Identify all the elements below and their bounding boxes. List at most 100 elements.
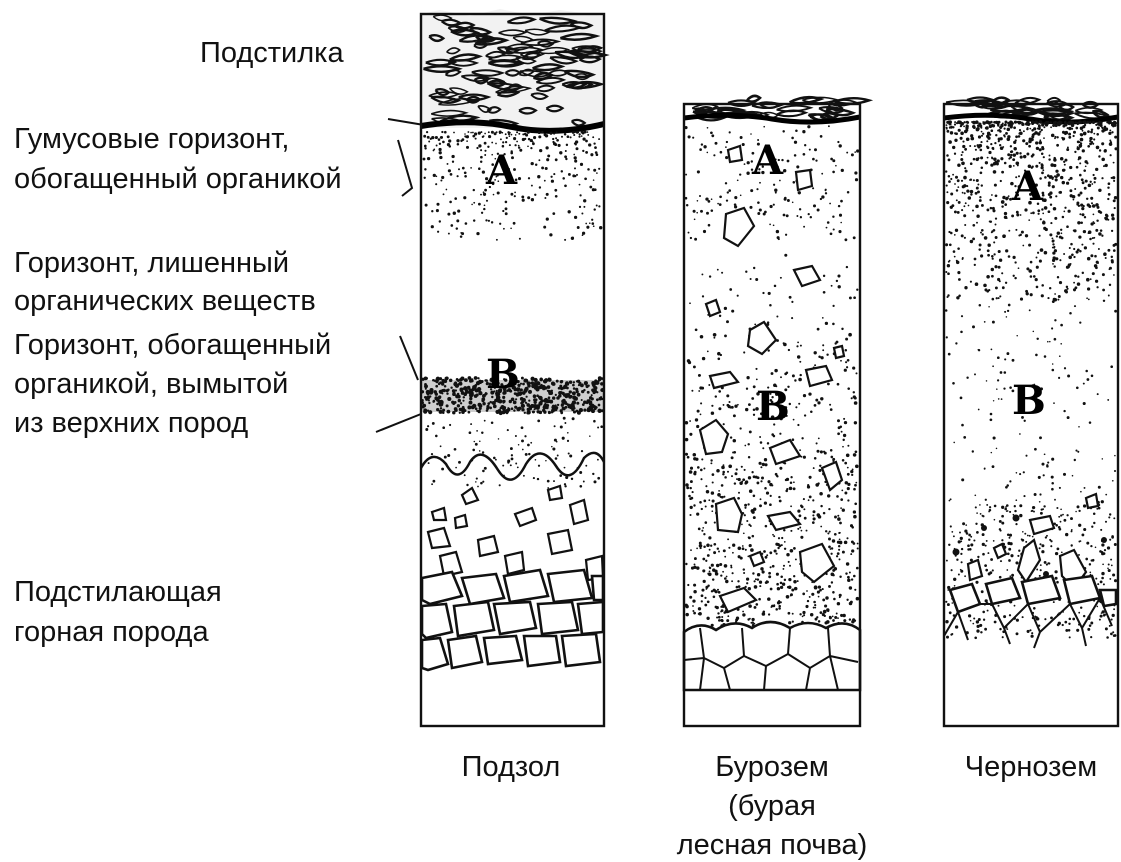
texture-dot <box>475 443 478 446</box>
texture-dot <box>807 484 809 486</box>
texture-dot <box>784 541 786 543</box>
texture-dot <box>765 488 767 490</box>
texture-dot <box>956 261 959 264</box>
texture-dot <box>521 377 524 380</box>
texture-dot <box>548 396 551 399</box>
texture-dot <box>1112 573 1115 576</box>
texture-dot <box>1041 123 1044 126</box>
texture-dot <box>1058 377 1060 379</box>
texture-dot <box>568 452 570 454</box>
texture-dot <box>469 401 473 405</box>
texture-dot <box>992 258 994 260</box>
texture-dot <box>1010 125 1013 128</box>
texture-dot <box>1052 243 1054 245</box>
texture-dot <box>701 600 703 602</box>
texture-dot <box>1093 214 1095 216</box>
texture-dot <box>718 551 720 553</box>
texture-dot <box>473 202 475 204</box>
texture-dot <box>1016 632 1019 635</box>
texture-dot <box>431 136 434 139</box>
texture-dot <box>1113 162 1115 164</box>
texture-dot <box>834 616 837 619</box>
texture-dot <box>1102 273 1105 276</box>
texture-dot <box>1090 254 1093 257</box>
texture-dot <box>1044 176 1047 179</box>
texture-dot <box>730 566 732 568</box>
texture-dot <box>1076 629 1079 632</box>
texture-dot <box>975 523 977 525</box>
texture-dot <box>949 500 951 502</box>
texture-dot <box>1021 123 1025 127</box>
texture-dot <box>718 616 721 619</box>
texture-dot <box>467 131 469 133</box>
texture-dot <box>1005 249 1008 252</box>
texture-dot <box>482 481 484 483</box>
texture-dot <box>1109 539 1111 541</box>
texture-dot <box>574 175 576 177</box>
texture-dot <box>1029 138 1032 141</box>
texture-dot <box>1015 499 1017 501</box>
texture-dot <box>815 618 818 621</box>
texture-dot <box>1107 186 1109 188</box>
texture-dot <box>745 271 747 273</box>
texture-dot <box>531 198 534 201</box>
texture-dot <box>589 222 591 224</box>
texture-dot <box>820 356 823 359</box>
podzol-rock <box>524 636 560 666</box>
texture-dot <box>685 613 688 616</box>
texture-dot <box>779 500 782 503</box>
texture-dot <box>850 470 853 473</box>
texture-dot <box>713 337 715 339</box>
texture-dot <box>566 387 569 390</box>
texture-dot <box>813 601 816 604</box>
texture-dot <box>550 176 552 178</box>
texture-dot <box>828 546 831 549</box>
texture-dot <box>973 617 975 619</box>
texture-dot <box>596 205 598 207</box>
texture-dot <box>812 521 815 524</box>
texture-dot <box>719 315 721 317</box>
texture-dot <box>584 383 586 385</box>
texture-dot <box>789 565 791 567</box>
texture-dot <box>461 232 464 235</box>
texture-dot <box>825 530 827 532</box>
texture-dot <box>706 490 709 493</box>
texture-dot <box>803 226 805 228</box>
texture-dot <box>1000 560 1002 562</box>
texture-dot <box>994 184 997 187</box>
texture-dot <box>536 410 539 413</box>
texture-dot <box>440 407 442 409</box>
texture-dot <box>960 137 963 140</box>
texture-dot <box>1096 219 1098 221</box>
texture-dot <box>561 136 563 138</box>
texture-dot <box>813 467 815 469</box>
texture-dot <box>737 404 739 406</box>
texture-dot <box>1057 299 1059 301</box>
texture-dot <box>1103 300 1105 302</box>
texture-dot <box>452 411 455 414</box>
texture-dot <box>478 167 481 170</box>
texture-dot <box>793 181 796 184</box>
texture-dot <box>1080 222 1083 225</box>
texture-dot <box>955 625 958 628</box>
texture-dot <box>583 199 586 202</box>
texture-dot <box>1053 122 1055 124</box>
texture-dot <box>1079 162 1081 164</box>
texture-dot <box>1112 480 1114 482</box>
texture-dot <box>711 590 713 592</box>
leader-lines <box>376 119 426 432</box>
texture-dot <box>972 623 974 625</box>
texture-dot <box>968 614 971 617</box>
texture-dot <box>1060 508 1062 510</box>
texture-dot <box>985 499 987 501</box>
texture-dot <box>1109 268 1111 270</box>
podzol-horizon-a-letter: A <box>485 147 518 194</box>
texture-dot <box>783 169 786 172</box>
texture-dot <box>727 471 729 473</box>
texture-dot <box>593 385 596 388</box>
texture-dot <box>732 544 735 547</box>
texture-dot <box>520 402 523 405</box>
texture-dot <box>727 538 729 540</box>
texture-dot <box>549 132 552 135</box>
texture-dot <box>851 578 853 580</box>
